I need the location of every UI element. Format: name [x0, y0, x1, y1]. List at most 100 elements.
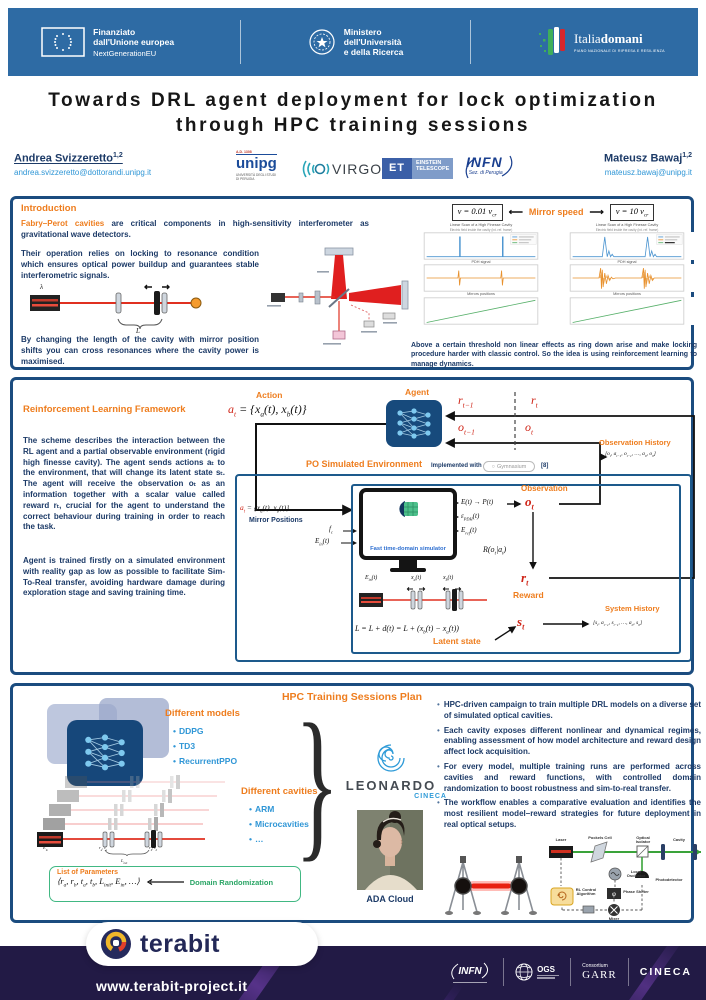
eu-flag-icon — [41, 27, 85, 57]
et-abbr-icon: ET — [382, 158, 412, 179]
eu-funding-line1: Finanziato — [93, 26, 136, 37]
reward-now-label: rt — [531, 393, 538, 410]
hpc-heading: HPC Training Sessions Plan — [281, 691, 423, 703]
simulator-monitor: Fast time-domain simulator — [359, 488, 457, 560]
plot-bottom-title-left: Mirrors positions — [467, 292, 495, 297]
model-card-front — [67, 720, 143, 786]
model-item-td3: •TD3 — [173, 741, 196, 751]
intro-paragraph-2: Their operation relies on locking to res… — [21, 249, 259, 280]
introduction-panel: Introduction Fabry–Perot cavities are cr… — [10, 196, 697, 370]
ein-input-label: Ein(t) — [315, 537, 330, 547]
observation-history-formula: [ot, at−1, ot−1, …, a0, o0] — [605, 451, 656, 459]
ministry-line3: e della Ricerca — [343, 47, 404, 57]
latent-state-label: Latent state — [433, 636, 481, 646]
pdh-plot-slow — [411, 264, 551, 293]
cavity-linit-param: Linit — [121, 858, 128, 865]
unipg-founded: A.D. 1308 — [236, 150, 252, 154]
arrow-left-icon: ⟵ — [508, 206, 523, 218]
setup-pd-label: Photodetector — [655, 877, 683, 882]
rl-paragraph-2: Agent is trained firstly on a simulated … — [23, 556, 225, 598]
model-item-ddpg: •DDPG — [173, 726, 204, 736]
env-output-power: E(t) → P(t) — [461, 498, 494, 506]
environment-box — [235, 474, 692, 662]
setup-pockels-label: Pockels Cell — [588, 835, 612, 840]
terabit-icon — [101, 929, 131, 959]
fabry-perot-highlight: Fabry–Perot cavities — [21, 219, 105, 228]
bullet-icon: • — [437, 761, 440, 771]
virgo-name: VIRGO — [332, 161, 383, 177]
setup-cavity-label: Cavity — [672, 837, 685, 842]
parameters-label: List of Parameters — [57, 869, 119, 876]
cavity-stack-drawing — [37, 775, 225, 856]
slow-scan-plots: Linear Scan of a High Finesse Cavity Ele… — [411, 223, 551, 325]
ministry-line2: dell'Università — [343, 37, 402, 47]
obs-prev-label: ot−1 — [458, 420, 475, 437]
latent-state-formula: L = L + d(t) = L + (xb(t) − xa(t)) — [355, 624, 459, 636]
author-right-name: Mateusz Bawaj — [604, 152, 683, 165]
setup-phase-label: Phase Shifter — [623, 889, 649, 894]
rl-framework-panel: Reinforcement Learning Framework The sch… — [10, 377, 695, 675]
author-left-email[interactable]: andrea.svizzeretto@dottorandi.unipg.it — [14, 167, 152, 177]
cavity-item-arm: •ARM — [249, 804, 275, 814]
observation-history-label: Observation History — [599, 438, 671, 447]
bullet-icon: • — [249, 834, 252, 844]
italiadomani-name-bold: domani — [600, 31, 643, 46]
plot-title-left: Linear Scan of a High Finesse Cavity — [449, 223, 513, 227]
author-right: Mateusz Bawaj1,2 mateusz.bawaj@unipg.it — [604, 152, 692, 177]
ogs-globe-icon — [515, 963, 533, 981]
system-history-formula: [st, at−1, st−1, …, a0, s0] — [593, 620, 643, 628]
reward-label: Reward — [513, 590, 544, 600]
gymnasium-icon: ○ — [491, 463, 495, 470]
model-item-recurrentppo: •RecurrentPPO — [173, 756, 238, 766]
leonardo-label: LEONARDO — [345, 778, 437, 793]
italiadomani-subtitle: PIANO NAZIONALE DI RIPRESA E RESILIENZA — [574, 49, 665, 53]
mirror-mounts-illustration — [445, 856, 537, 915]
garr-consortium-text: Consortium — [582, 963, 608, 969]
bullet-icon: • — [249, 819, 252, 829]
implemented-with-label: Implemented with — [431, 463, 482, 469]
bullet-icon: • — [437, 725, 440, 735]
rl-paragraph-1: The scheme describes the interaction bet… — [23, 436, 225, 532]
action-at: at — [228, 402, 237, 419]
parameters-box: List of Parameters ⟨ra, rb, ta, tb, Lini… — [49, 866, 301, 902]
env-cavity-ein-label: Ein(t) — [365, 575, 378, 583]
plot-title-right: Linear Scan of a High Finesse Cavity — [595, 223, 659, 227]
different-cavities-label: Different cavities — [241, 786, 318, 797]
setup-isolator-label: Optical Isolator — [635, 835, 651, 845]
mirror-speed-label: Mirror speed — [528, 207, 584, 218]
grouping-brace: } — [295, 690, 340, 876]
intro-paragraph-1: Fabry–Perot cavities are critical compon… — [21, 219, 369, 239]
ada-cloud-label: ADA Cloud — [366, 894, 414, 904]
bullet-icon: • — [437, 700, 440, 709]
cavity-lambda-label: λ — [40, 283, 44, 291]
setup-lo-label: Local Oscillator — [626, 869, 646, 879]
lock-setup-diagram: φ Laser Pockels Cell Optical Isolator Ca… — [545, 835, 705, 922]
funding-banner: Finanziato dall'Unione europea NextGener… — [8, 8, 698, 76]
footer-logo-divider — [570, 958, 572, 986]
env-action-at: at — [240, 503, 246, 515]
poster-title-line1: Towards DRL agent deployment for lock op… — [48, 90, 658, 111]
author-right-email[interactable]: mateusz.bawaj@unipg.it — [604, 167, 692, 177]
agent-network-icon — [386, 400, 442, 447]
footer-url[interactable]: www.terabit-project.it — [96, 978, 248, 994]
fast-scan-plots: Linear Scan of a High Finesse Cavity Ele… — [557, 223, 697, 325]
interferometer-diagram — [267, 247, 409, 345]
setup-laser-label: Laser — [555, 837, 567, 842]
field-plot-fast — [557, 231, 697, 260]
cavity-item-micro: •Microcavities — [249, 819, 309, 829]
et-name1: EINSTEIN — [416, 160, 442, 166]
unipg-name: unipg — [236, 154, 277, 172]
ada-cloud-portrait — [357, 810, 423, 890]
infn-logo: INFN Sez. di Perugia — [465, 154, 513, 179]
simulator-label: Fast time-domain simulator — [370, 546, 446, 552]
et-name2: TELESCOPE — [416, 166, 450, 172]
environment-inner-box — [351, 484, 681, 654]
infn-ellipse-icon — [465, 155, 513, 179]
numpy-icon — [399, 501, 418, 517]
gymnasium-label: Gymnasium — [496, 463, 527, 470]
bullet-icon: • — [249, 804, 252, 814]
arrow-right-icon: ⟶ — [589, 206, 604, 218]
author-left: Andrea Svizzeretto1,2 andrea.svizzeretto… — [14, 152, 151, 177]
infn-footer-text: INFN — [459, 966, 483, 977]
intro-paragraph-3: By changing the length of the cavity wit… — [21, 335, 259, 366]
